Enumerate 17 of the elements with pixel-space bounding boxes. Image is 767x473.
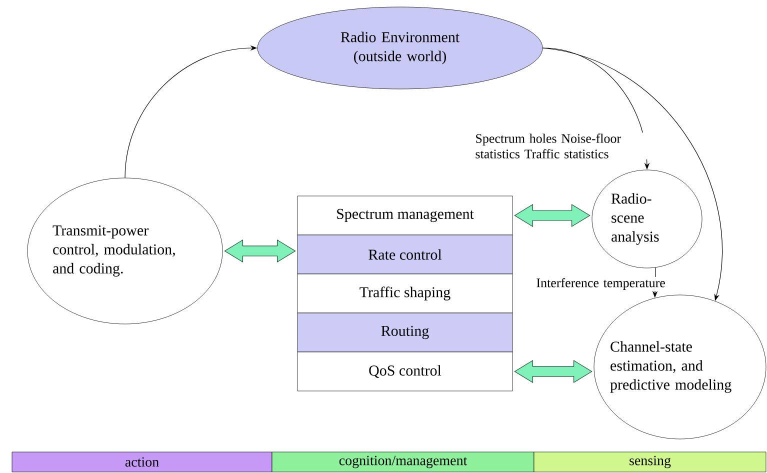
edge-label: Spectrum holes Noise-floor statistics Traffic statistics (474, 132, 652, 160)
double-arrow (514, 360, 592, 384)
stack-row: Routing (297, 312, 513, 352)
double-arrow (224, 239, 296, 263)
legend-band: sensing (534, 452, 766, 472)
legend-band: action (12, 452, 272, 472)
stack-row: Rate control (297, 234, 513, 274)
ellipse-node: Radio Environment (outside world) (257, 6, 543, 90)
circle-node: Radio-scene analysis (592, 170, 702, 268)
edge-label: Interference temperature (535, 277, 668, 291)
legend-band: cognition/management (272, 452, 534, 472)
ellipse-node: Transmit-power control, modulation, and coding. (27, 178, 223, 324)
ellipse-node: Channel-state estimation, and predictive modeling (594, 294, 766, 440)
stack-row: Spectrum management (297, 196, 513, 236)
stack-row: QoS control (297, 352, 513, 392)
double-arrow (514, 204, 590, 228)
stack-row: Traffic shaping (297, 274, 513, 314)
